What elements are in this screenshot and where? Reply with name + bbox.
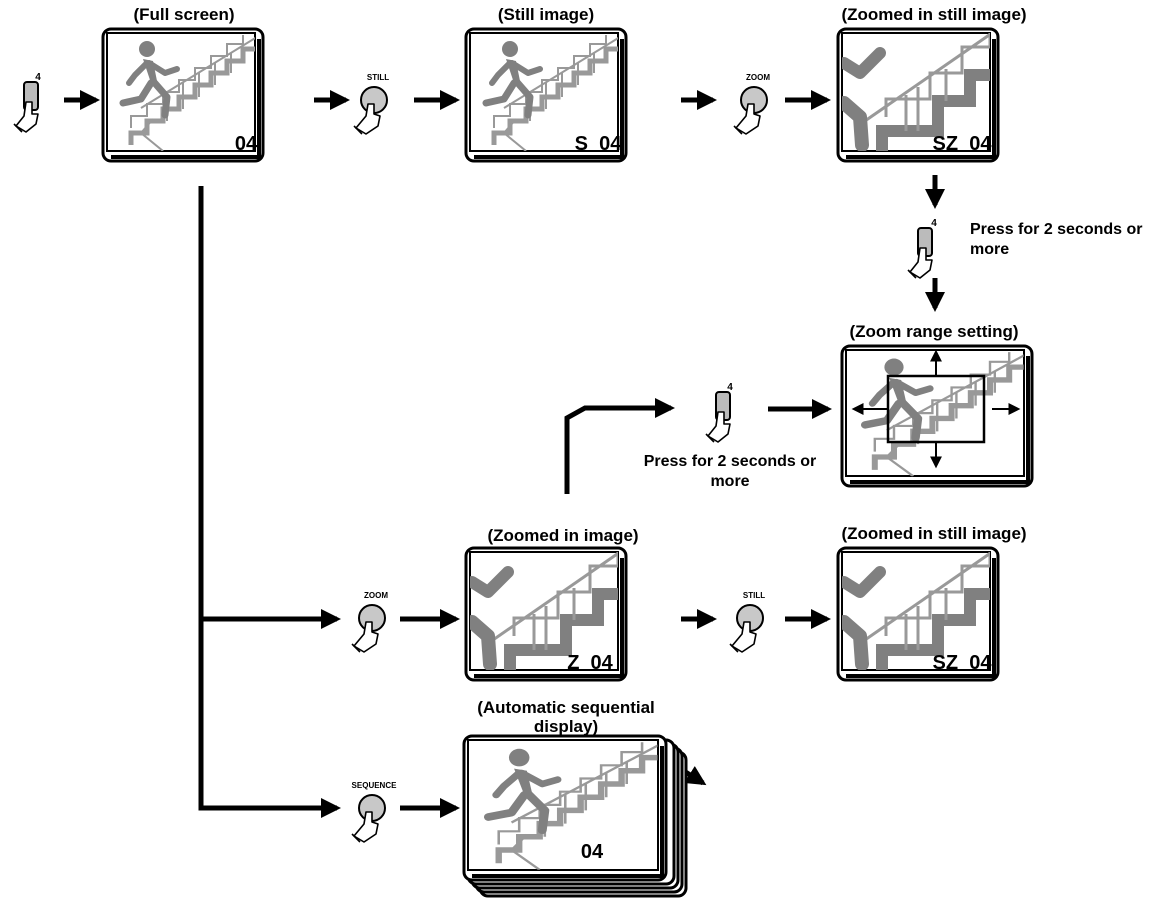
branch-line-zoom xyxy=(198,186,341,629)
svg-text:SEQUENCE: SEQUENCE xyxy=(352,781,398,790)
svg-text:4: 4 xyxy=(35,72,41,83)
branch-line-sequence xyxy=(198,600,341,818)
arrows xyxy=(64,90,945,818)
monitor-zoom-range xyxy=(840,344,1034,488)
still-button-icon-lower[interactable]: STILL xyxy=(729,591,765,653)
note-press-hold-center: Press for 2 seconds or more xyxy=(643,453,817,490)
caption-auto-sequential: (Automatic sequential display) xyxy=(477,698,655,736)
svg-text:STILL: STILL xyxy=(743,591,765,600)
caption-full-screen: (Full screen) xyxy=(133,5,235,24)
screen-label-still: S 04 xyxy=(575,133,623,155)
key-4-button-icon-range[interactable]: 4 xyxy=(705,382,733,443)
note-press-hold-right: Press for 2 seconds or more xyxy=(970,221,1143,258)
sequence-button-icon[interactable]: SEQUENCE xyxy=(351,781,398,843)
monitor-full-screen xyxy=(101,27,265,163)
key-4-button-icon-hold[interactable]: 4 xyxy=(907,218,937,279)
flow-lines xyxy=(198,186,675,818)
zoom-button-icon-lower[interactable]: ZOOM xyxy=(351,591,388,653)
key-4-button-icon[interactable]: 4 xyxy=(13,72,41,133)
monitor-zoomed-image xyxy=(464,546,628,682)
screen-label-zoomed-still-top: SZ 04 xyxy=(933,133,993,155)
screen-label-zoomed-still-bottom: SZ 04 xyxy=(933,652,993,674)
svg-text:STILL: STILL xyxy=(367,73,389,82)
screen-label-full: 04 xyxy=(235,133,258,155)
svg-text:4: 4 xyxy=(727,382,733,393)
svg-text:4: 4 xyxy=(931,218,937,229)
monitor-still-image xyxy=(464,27,628,163)
caption-zoomed-still-top: (Zoomed in still image) xyxy=(841,5,1027,24)
monitor-stack-sequence xyxy=(462,734,688,898)
caption-zoomed-image: (Zoomed in image) xyxy=(487,526,639,545)
screen-label-sequence: 04 xyxy=(581,841,604,863)
caption-still-image: (Still image) xyxy=(497,5,595,24)
caption-zoomed-still-bottom: (Zoomed in still image) xyxy=(841,524,1027,543)
monitor-zoomed-still-top xyxy=(836,27,1000,163)
monitor-zoomed-still-bottom xyxy=(836,546,1000,682)
screen-label-zoomed: Z 04 xyxy=(567,652,613,674)
branch-line-range xyxy=(564,398,675,494)
svg-text:ZOOM: ZOOM xyxy=(364,591,388,600)
caption-zoom-range: (Zoom range setting) xyxy=(849,322,1019,341)
svg-text:ZOOM: ZOOM xyxy=(746,73,770,82)
zoom-button-icon[interactable]: ZOOM xyxy=(733,73,770,135)
still-button-icon[interactable]: STILL xyxy=(353,73,389,135)
